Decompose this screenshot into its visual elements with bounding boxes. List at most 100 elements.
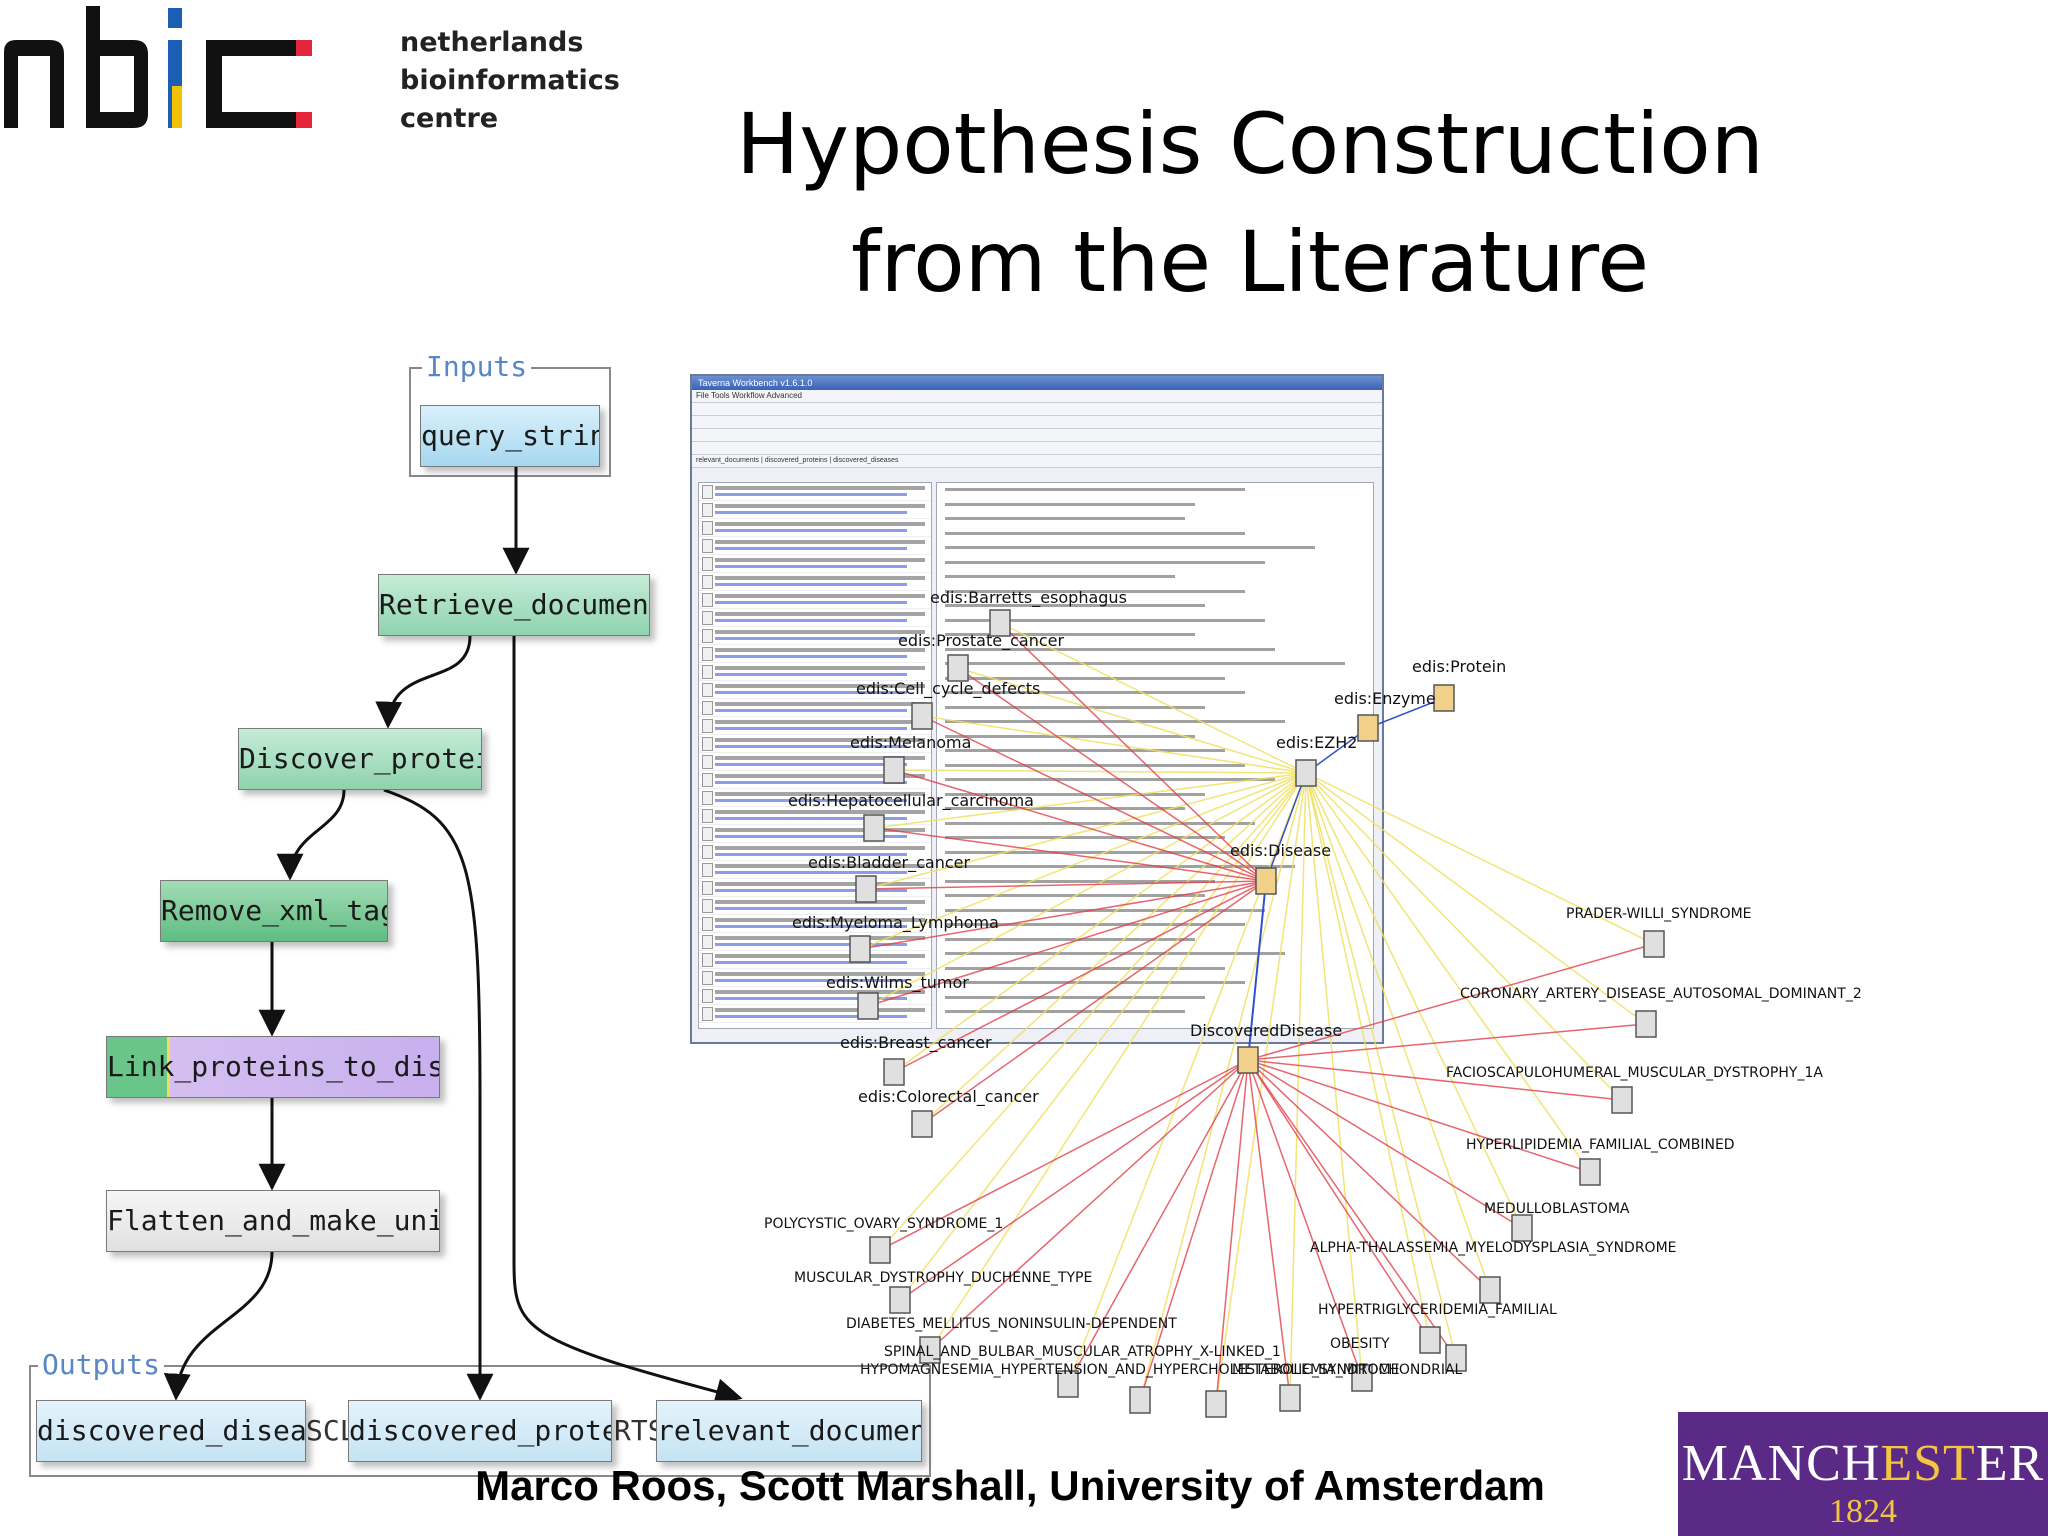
left-disease-label: edis:Breast_cancer bbox=[840, 1033, 992, 1053]
slide-title: Hypothesis Construction from the Literat… bbox=[700, 85, 1800, 321]
right-disease-label: ALPHA-THALASSEMIA_MYELODYSPLASIA_SYNDROM… bbox=[1310, 1240, 1677, 1256]
edge-to-disease bbox=[893, 769, 1267, 882]
node-discover-proteins[interactable]: Discover_proteins bbox=[238, 728, 482, 790]
edge-to-discovered-disease bbox=[1215, 1059, 1249, 1405]
result-line bbox=[937, 527, 1373, 542]
graph-node bbox=[1445, 1344, 1467, 1372]
node-query-string[interactable]: query_string bbox=[420, 405, 600, 467]
graph-node bbox=[1279, 1384, 1301, 1412]
document-row[interactable] bbox=[699, 681, 931, 699]
graph-node bbox=[863, 814, 885, 842]
edge-to-discovered-disease bbox=[1247, 1059, 1591, 1173]
edge-to-ezh2 bbox=[921, 715, 1307, 774]
document-row[interactable] bbox=[699, 501, 931, 519]
output-discovered-diseases[interactable]: discovered_diseases bbox=[36, 1400, 306, 1462]
taverna-run-bar bbox=[692, 416, 1382, 429]
edge-to-disease bbox=[867, 880, 1267, 1007]
edge-to-ezh2 bbox=[1305, 772, 1623, 1101]
graph-node bbox=[1351, 1364, 1373, 1392]
node-link-proteins-to-diseases[interactable]: Link_proteins_to_diseases bbox=[106, 1036, 440, 1098]
document-icon bbox=[702, 647, 713, 661]
result-line bbox=[937, 686, 1373, 701]
left-disease-label: edis:Prostate_cancer bbox=[898, 631, 1064, 651]
edge-to-ezh2 bbox=[957, 667, 1307, 774]
document-row[interactable] bbox=[699, 1005, 931, 1023]
graph-node bbox=[1579, 1158, 1601, 1186]
document-row[interactable] bbox=[699, 987, 931, 1005]
document-row[interactable] bbox=[699, 609, 931, 627]
right-disease-label: MEDULLOBLASTOMA bbox=[1484, 1201, 1630, 1217]
result-line bbox=[937, 730, 1373, 745]
edge-to-ezh2 bbox=[1215, 772, 1307, 1405]
output-relevant-documents[interactable]: relevant_documents bbox=[656, 1400, 922, 1462]
document-row[interactable] bbox=[699, 897, 931, 915]
result-line bbox=[937, 556, 1373, 571]
node-flatten-and-make-unique[interactable]: Flatten_and_make_unique bbox=[106, 1190, 440, 1252]
document-row[interactable] bbox=[699, 789, 931, 807]
document-row[interactable] bbox=[699, 969, 931, 987]
result-line bbox=[937, 672, 1373, 687]
node-retrieve-documents[interactable]: Retrieve_documents bbox=[378, 574, 650, 636]
document-icon bbox=[702, 593, 713, 607]
document-row[interactable] bbox=[699, 807, 931, 825]
result-line bbox=[937, 947, 1373, 962]
graph-node bbox=[889, 1286, 911, 1314]
graph-node bbox=[919, 1336, 941, 1364]
document-row[interactable] bbox=[699, 915, 931, 933]
result-line bbox=[937, 860, 1373, 875]
document-icon bbox=[702, 557, 713, 571]
document-icon bbox=[702, 935, 713, 949]
left-disease-label: edis:Myeloma_Lymphoma bbox=[792, 913, 999, 933]
edge-to-ezh2 bbox=[899, 772, 1307, 1301]
edge-to-discovered-disease bbox=[1247, 1023, 1647, 1061]
document-row[interactable] bbox=[699, 555, 931, 573]
tab-discovered-proteins[interactable]: discovered_proteins bbox=[764, 457, 828, 464]
document-icon bbox=[702, 737, 713, 751]
result-line bbox=[937, 773, 1373, 788]
bottom-disease-label: HYPOMAGNESEMIA_HYPERTENSION_AND_HYPERCHO… bbox=[860, 1362, 1463, 1378]
graph-node bbox=[947, 654, 969, 682]
document-row[interactable] bbox=[699, 699, 931, 717]
result-line bbox=[937, 643, 1373, 658]
output-discovered-proteins[interactable]: discovered_proteins bbox=[348, 1400, 612, 1462]
document-row[interactable] bbox=[699, 717, 931, 735]
document-row[interactable] bbox=[699, 627, 931, 645]
edge-to-ezh2 bbox=[1067, 772, 1307, 1385]
document-row[interactable] bbox=[699, 843, 931, 861]
document-row[interactable] bbox=[699, 861, 931, 879]
node-remove-xml-tag[interactable]: Remove_xml_tag bbox=[160, 880, 388, 942]
document-row[interactable] bbox=[699, 735, 931, 753]
document-row[interactable] bbox=[699, 951, 931, 969]
document-icon bbox=[702, 791, 713, 805]
tab-discovered-diseases[interactable]: discovered_diseases bbox=[833, 457, 899, 464]
document-icon bbox=[702, 971, 713, 985]
left-disease-label: edis:Bladder_cancer bbox=[808, 853, 971, 873]
result-line bbox=[937, 498, 1373, 513]
edge-to-discovered-disease bbox=[1247, 1059, 1523, 1229]
document-row[interactable] bbox=[699, 825, 931, 843]
document-row[interactable] bbox=[699, 879, 931, 897]
document-row[interactable] bbox=[699, 753, 931, 771]
document-icon bbox=[702, 989, 713, 1003]
document-row[interactable] bbox=[699, 771, 931, 789]
document-row[interactable] bbox=[699, 537, 931, 555]
document-row[interactable] bbox=[699, 591, 931, 609]
document-row[interactable] bbox=[699, 645, 931, 663]
tab-relevant-documents[interactable]: relevant_documents bbox=[696, 457, 760, 464]
document-row[interactable] bbox=[699, 933, 931, 951]
graph-node bbox=[1479, 1276, 1501, 1304]
document-icon bbox=[702, 755, 713, 769]
document-row[interactable] bbox=[699, 573, 931, 591]
result-line bbox=[937, 802, 1373, 817]
graph-node bbox=[1205, 1390, 1227, 1418]
graph-node bbox=[883, 1058, 905, 1086]
document-row[interactable] bbox=[699, 519, 931, 537]
document-icon bbox=[702, 899, 713, 913]
document-icon bbox=[702, 539, 713, 553]
nbic-name: netherlands bioinformatics centre bbox=[400, 24, 620, 138]
document-row[interactable] bbox=[699, 483, 931, 501]
graph-node bbox=[857, 992, 879, 1020]
document-row[interactable] bbox=[699, 663, 931, 681]
